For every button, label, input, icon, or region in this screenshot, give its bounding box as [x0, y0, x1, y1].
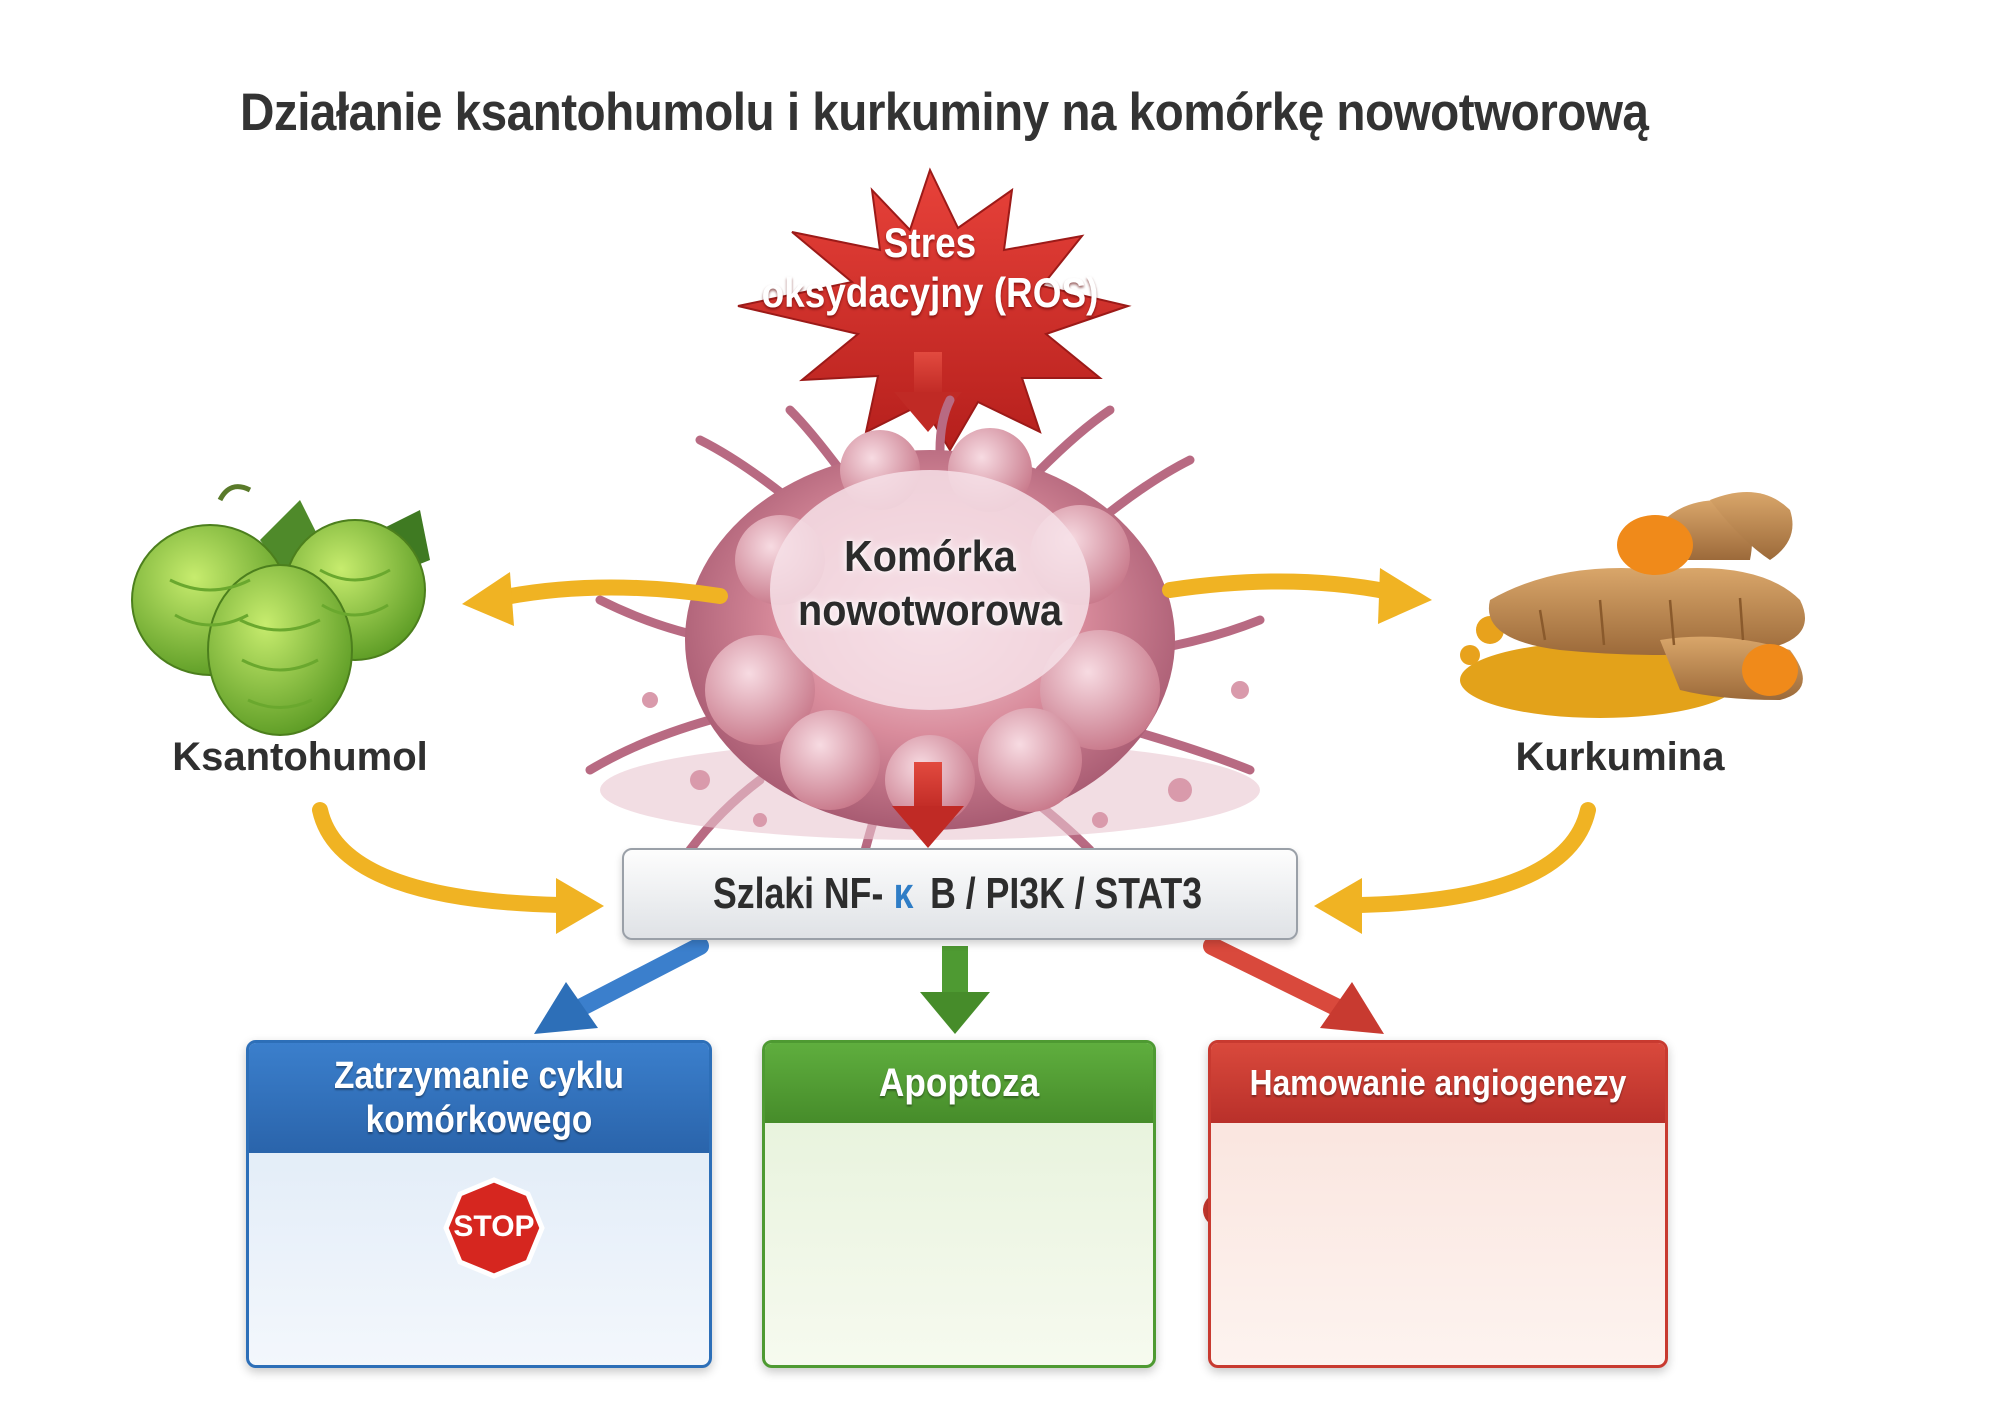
kurkumina-label: Kurkumina [1515, 735, 1725, 779]
arrow-ksantohumol-to-pathway [312, 802, 604, 934]
hop-cones-icon [131, 484, 430, 736]
ksantohumol-label: Ksantohumol [172, 735, 428, 779]
oxidative-stress-label: Stres oksydacyjny (ROS) [761, 219, 1099, 316]
angiogenesis-inhibition-title: Hamowanie angiogenezy [1211, 1043, 1665, 1123]
cancer-cell-label: Komórka nowotworowa [798, 532, 1062, 635]
arrow-cell-to-ksantohumol [462, 572, 728, 626]
cell-cycle-arrest-box: Zatrzymanie cyklu komórkowego [246, 1040, 712, 1368]
oxidative-stress-burst-icon [737, 167, 1132, 452]
arrow-pathway-to-apoptosis [920, 946, 990, 1034]
arrow-kurkumina-to-pathway [1314, 802, 1596, 934]
stop-sign-text: STOP [453, 1210, 535, 1243]
cell-cycle-arrest-title: Zatrzymanie cyklu komórkowego [249, 1043, 709, 1153]
arrow-pathway-to-angiogenesis [1203, 937, 1384, 1034]
page-title: Działanie ksantohumolu i kurkuminy na ko… [240, 83, 1649, 142]
arrow-pathway-to-cell-cycle [534, 937, 709, 1034]
apoptosis-title: Apoptoza [765, 1043, 1153, 1123]
turmeric-root-icon [1460, 492, 1805, 718]
angiogenesis-inhibition-box: Hamowanie angiogenezy [1208, 1040, 1668, 1368]
apoptosis-box: Apoptoza [762, 1040, 1156, 1368]
arrow-cell-to-pathway [892, 762, 964, 848]
arrow-cell-to-kurkumina [1162, 568, 1432, 624]
